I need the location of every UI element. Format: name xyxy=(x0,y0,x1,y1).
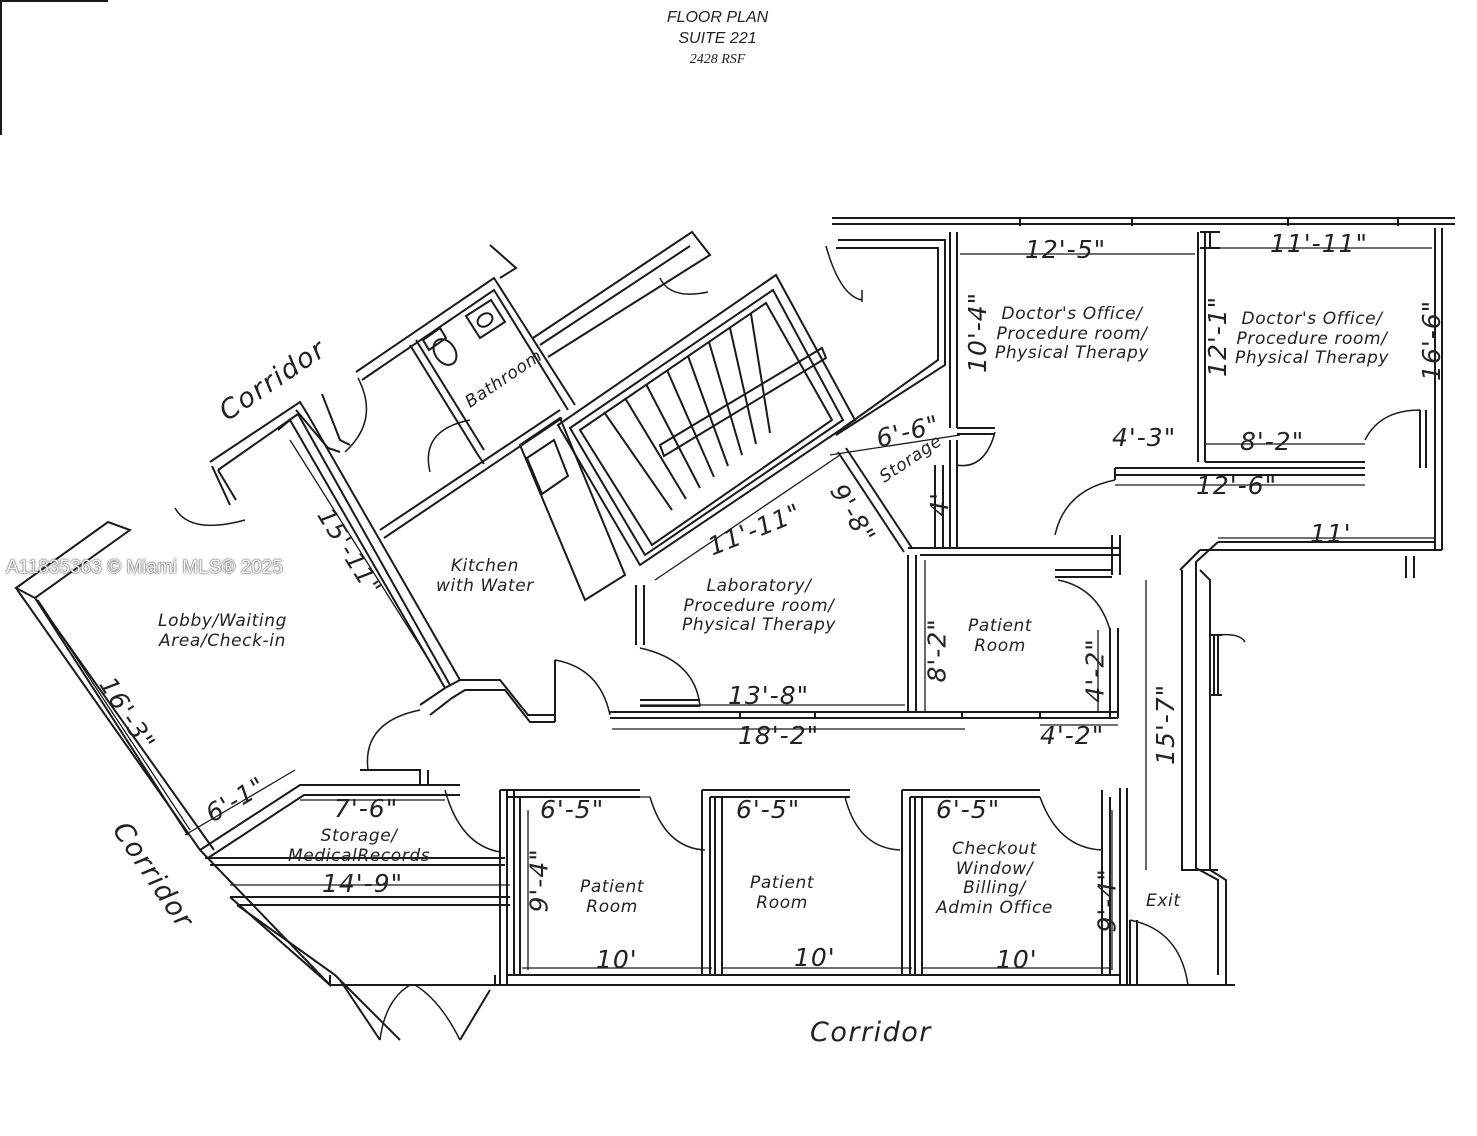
dimension-label: 10' xyxy=(794,943,836,972)
stairwell xyxy=(518,273,857,602)
mls-watermark: A11835363 © Miami MLS® 2025 xyxy=(6,557,283,578)
suite-number: SUITE 221 xyxy=(678,30,757,47)
bathroom-walls xyxy=(355,230,712,539)
lobby-walls xyxy=(14,393,556,1041)
dimension-label: 7'-6" xyxy=(334,794,399,823)
dimension-label: 14'-9" xyxy=(322,869,404,898)
dimension-label: 4'-3" xyxy=(1112,423,1177,452)
dimension-label: 10'-4" xyxy=(963,291,993,373)
dimension-label: 11' xyxy=(1310,519,1352,548)
room-storage-records: Storage/MedicalRecords xyxy=(288,826,431,866)
door-swings xyxy=(174,245,1421,1041)
dimension-label: 8'-2" xyxy=(922,618,952,683)
dimension-label: 4'-2" xyxy=(1040,721,1105,750)
dimension-label: 10' xyxy=(996,945,1038,974)
bottom-row-walls xyxy=(495,788,1235,986)
room-doctor-office-2: Doctor's Office/Procedure room/Physical … xyxy=(1235,309,1390,369)
plan-title: FLOOR PLAN xyxy=(666,9,769,26)
central-walls xyxy=(610,239,1121,719)
dimension-label: 9'-4" xyxy=(524,848,554,913)
rentable-area: 2428 RSF xyxy=(689,52,746,67)
dimension-label: 15'-7" xyxy=(1151,683,1181,765)
dimension-label: 6'-5" xyxy=(540,795,605,824)
dimension-label: 6'-5" xyxy=(736,795,801,824)
dimension-label: 18'-2" xyxy=(738,721,820,750)
room-doctor-office-1: Doctor's Office/Procedure room/Physical … xyxy=(995,304,1150,364)
dimension-label: 12'-5" xyxy=(1025,235,1107,264)
right-wing-walls xyxy=(832,217,1455,985)
dimension-label: 4' xyxy=(925,491,955,517)
dimension-label: 9'-4" xyxy=(1092,868,1122,933)
dimension-label: 13'-8" xyxy=(728,681,810,710)
dimension-label: 12'-1" xyxy=(1203,295,1233,377)
dimension-label: 16'-6" xyxy=(1417,299,1447,381)
dimension-label: 11'-11" xyxy=(1270,229,1369,258)
dimension-label: 8'-2" xyxy=(1240,427,1305,456)
dimension-label: 6'-5" xyxy=(936,795,1001,824)
room-laboratory: Laboratory/Procedure room/Physical Thera… xyxy=(682,576,837,636)
dimension-label: 4'-2" xyxy=(1080,638,1110,703)
dimension-label: 10' xyxy=(596,945,638,974)
corridor-bottom: Corridor xyxy=(810,1017,932,1048)
dimension-label: 12'-6" xyxy=(1196,471,1278,500)
dimension-lines xyxy=(37,247,1435,970)
exit-label: Exit xyxy=(1146,891,1181,911)
